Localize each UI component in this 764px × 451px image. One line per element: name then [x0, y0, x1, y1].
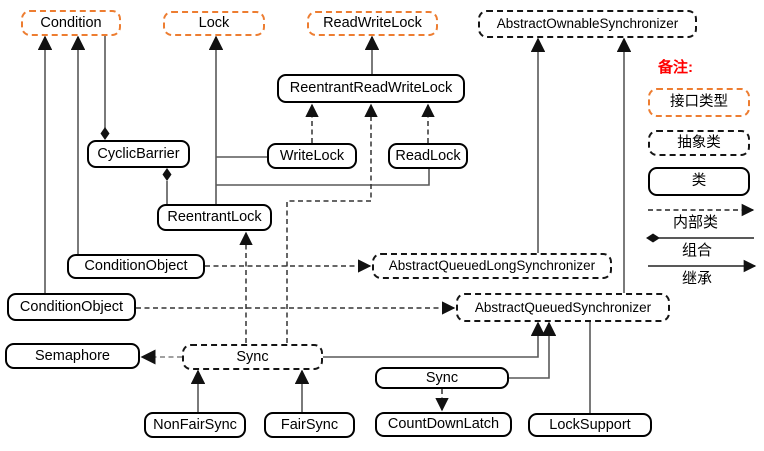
node-readwritelock: ReadWriteLock [307, 11, 438, 36]
node-abstractownablesynchronizer: AbstractOwnableSynchronizer [478, 10, 697, 38]
node-writelock: WriteLock [267, 143, 357, 169]
legend-interface-type-box: 接口类型 [648, 88, 750, 117]
node-reentrantreadwritelock: ReentrantReadWriteLock [277, 74, 465, 103]
diamond-cyclicbarrier-reentrantlock [162, 168, 172, 181]
node-abstractqueuedlongsynchronizer: AbstractQueuedLongSynchronizer [372, 253, 612, 279]
node-abstractqueuedsynchronizer: AbstractQueuedSynchronizer [456, 293, 670, 322]
legend-class-box: 类 [648, 167, 750, 196]
node-countdownlatch: CountDownLatch [375, 412, 512, 437]
node-lock: Lock [163, 11, 265, 36]
node-sync-abstract: Sync [182, 344, 323, 370]
legend-composition-label: 组合 [682, 242, 713, 259]
node-reentrantlock: ReentrantLock [157, 204, 272, 231]
edge-sync-rrwl-inner [286, 103, 378, 343]
node-readlock: ReadLock [388, 143, 468, 169]
node-condition: Condition [21, 10, 121, 36]
node-locksupport: LockSupport [528, 413, 652, 437]
node-sync-class: Sync [375, 367, 509, 389]
edge-sync-class-aqs [509, 321, 557, 379]
node-conditionobject-2: ConditionObject [7, 293, 136, 321]
diamond-cyclicbarrier-condition [100, 127, 110, 140]
legend-abstract-class-box: 抽象类 [648, 130, 750, 156]
legend-composition-diamond [646, 233, 660, 243]
node-nonfairsync: NonFairSync [144, 412, 246, 438]
edge-readlock-lock [216, 169, 430, 186]
legend-inner-class-label: 内部类 [673, 214, 719, 231]
node-conditionobject-1: ConditionObject [67, 254, 205, 279]
legend-title: 备注: [658, 59, 693, 76]
node-fairsync: FairSync [264, 412, 355, 438]
legend-inheritance-label: 继承 [682, 270, 713, 287]
node-semaphore: Semaphore [5, 343, 140, 369]
edge-sync-abstract-aqs [323, 321, 546, 358]
node-cyclicbarrier: CyclicBarrier [87, 140, 190, 168]
